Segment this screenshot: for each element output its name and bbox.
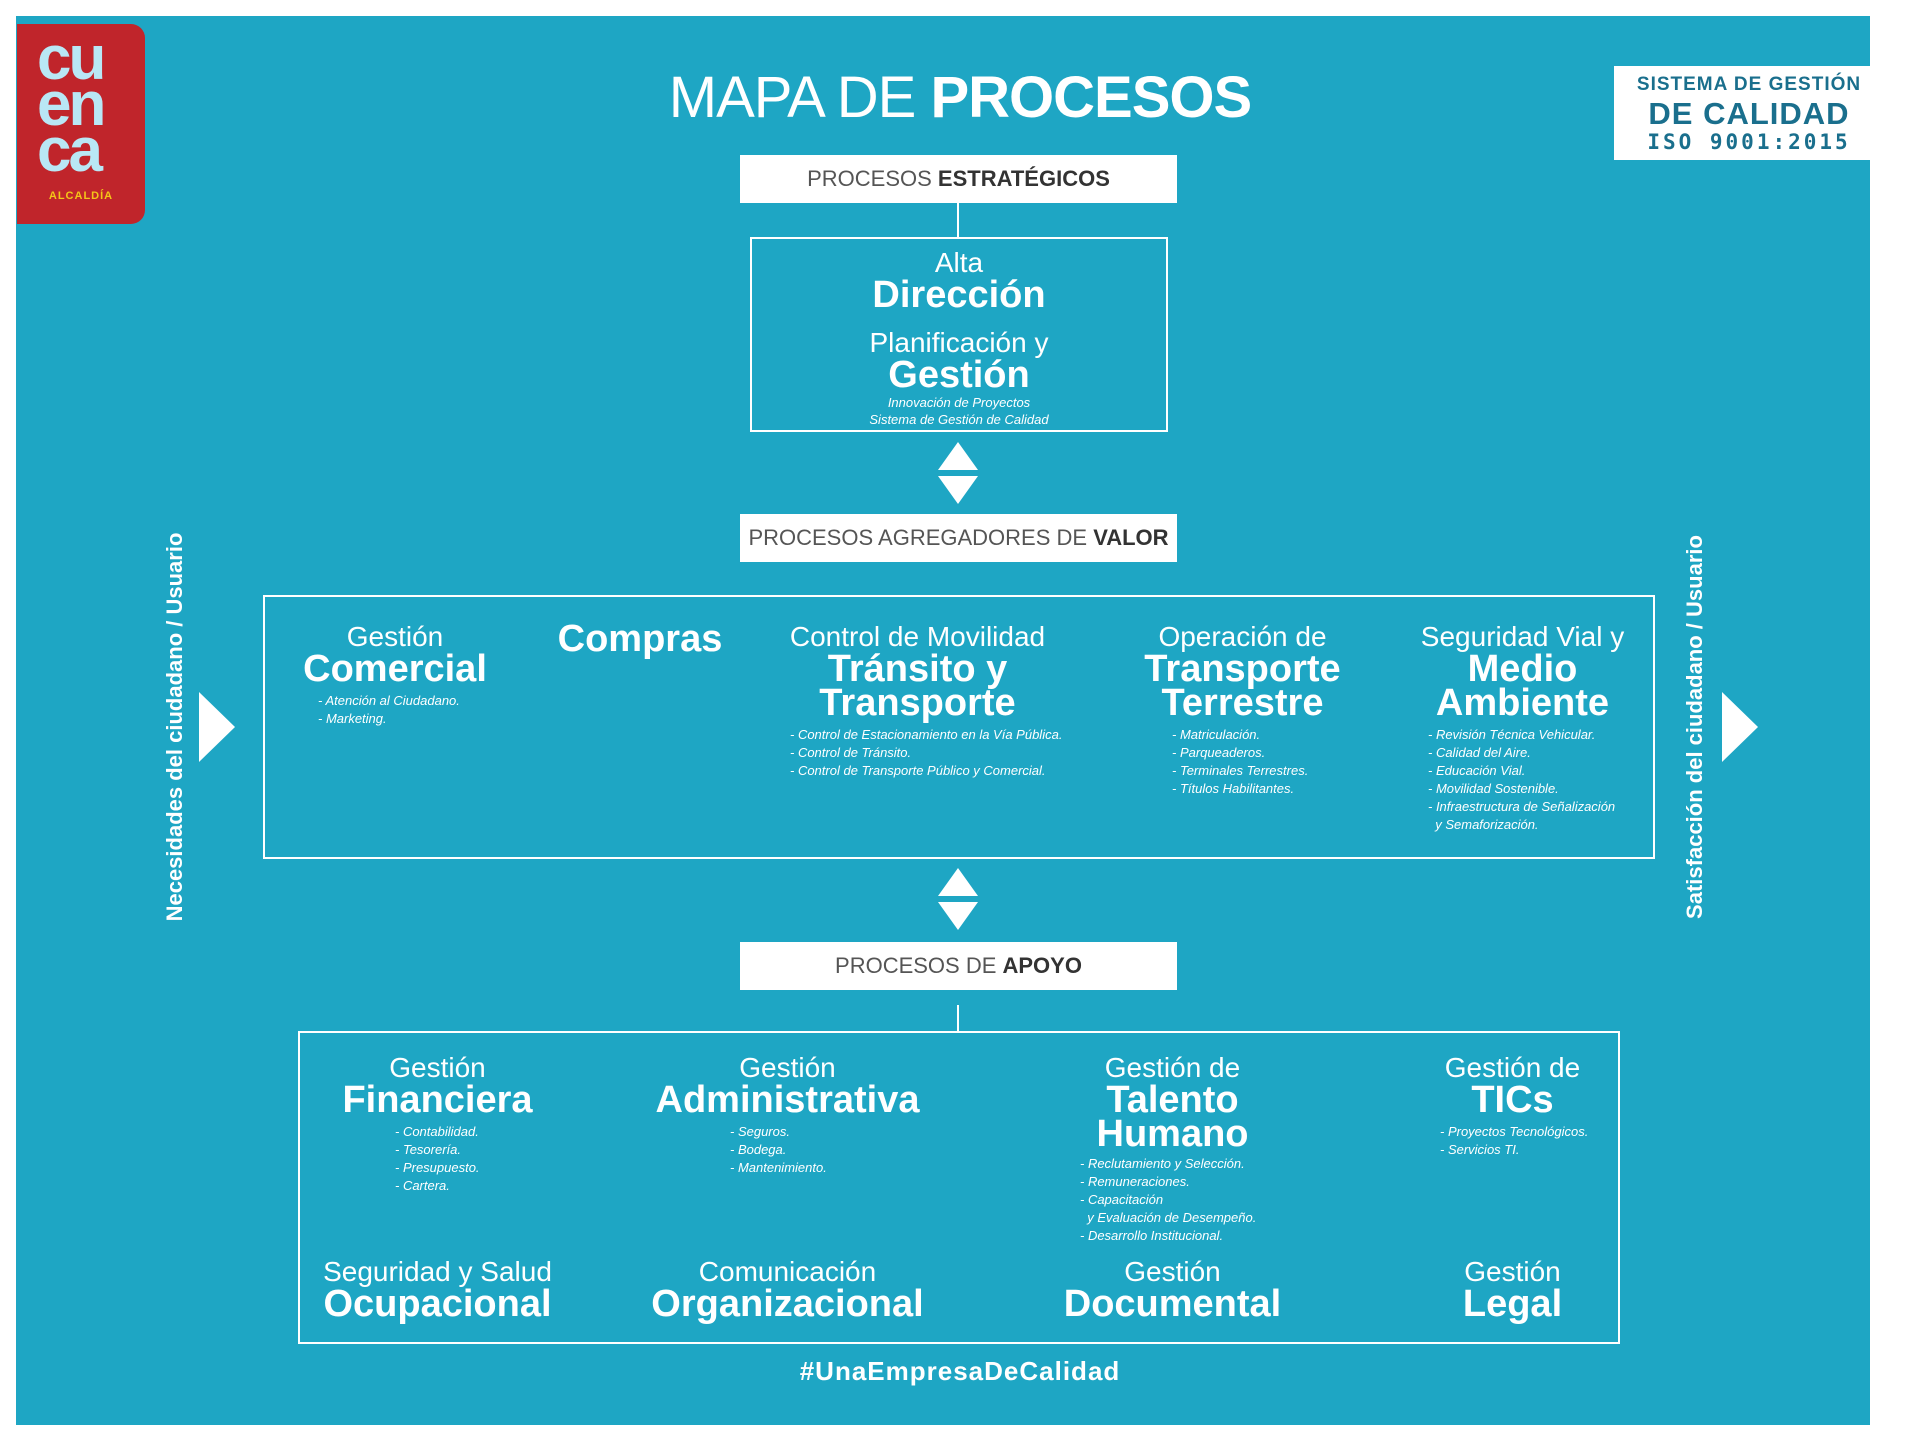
transito-list: - Control de Estacionamiento en la Vía P… <box>790 727 1063 778</box>
ambiente-small: Seguridad Vial y <box>1420 621 1625 652</box>
legal-big: Legal <box>1462 1283 1563 1325</box>
comercial-list: - Atención al Ciudadano. - Marketing. <box>318 693 460 726</box>
value-medio-ambiente: Seguridad Vial y Medio Ambiente - Revisi… <box>1400 622 1645 834</box>
iso-line2: DE CALIDAD <box>1648 96 1850 131</box>
plan-list-item: Sistema de Gestión de Calidad <box>869 412 1049 427</box>
right-side-label: Satisfacción del ciudadano / Usuario <box>1682 535 1707 919</box>
logo-letters-line3: ca <box>37 116 103 185</box>
ocupacional-big: Ocupacional <box>323 1283 552 1325</box>
documental-big: Documental <box>1063 1283 1282 1325</box>
cuenca-logo: cu en ca ALCALDÍA <box>17 24 145 224</box>
support-ocupacional: Seguridad y Salud Ocupacional <box>300 1256 575 1325</box>
support-legal: Gestión Legal <box>1420 1256 1605 1325</box>
value-transito: Control de Movilidad Tránsito y Transpor… <box>765 622 1070 780</box>
plan-big: Gestión <box>888 354 1030 396</box>
talento-small: Gestión de <box>1104 1052 1241 1083</box>
support-header-bold: APOYO <box>1002 953 1082 978</box>
iso-line1: SISTEMA DE GESTIÓN <box>1636 74 1862 95</box>
process-map-board <box>16 16 1870 1425</box>
support-header-light: PROCESOS DE <box>835 953 1003 978</box>
iso-line3: ISO 9001:2015 <box>1647 130 1851 154</box>
strategic-header-bold: ESTRATÉGICOS <box>937 166 1110 191</box>
support-administrativa: Gestión Administrativa - Seguros. - Bode… <box>620 1053 955 1177</box>
support-talento-humano: Gestión de Talento Humano - Reclutamient… <box>1060 1053 1285 1245</box>
alta-big: Dirección <box>872 274 1046 316</box>
logo-letters-line1: cu <box>37 24 106 93</box>
strategic-header-light: PROCESOS <box>807 166 938 191</box>
comercial-small: Gestión <box>346 621 444 652</box>
financiera-list: - Contabilidad. - Tesorería. - Presupues… <box>395 1124 480 1193</box>
iso-badge: SISTEMA DE GESTIÓN DE CALIDAD ISO 9001:2… <box>1614 66 1900 160</box>
right-arrow-icon <box>199 692 235 762</box>
value-header: PROCESOS AGREGADORES DE VALOR <box>740 514 1177 562</box>
documental-small: Gestión <box>1124 1256 1221 1287</box>
administrativa-small: Gestión <box>739 1052 836 1083</box>
comercial-big: Comercial <box>303 648 487 690</box>
planificacion-gestion: Planificación y Gestión Innovación de Pr… <box>750 328 1168 428</box>
plan-small: Planificación y <box>869 327 1049 358</box>
strategic-header: PROCESOS ESTRATÉGICOS <box>740 155 1177 203</box>
support-documental: Gestión Documental <box>1035 1256 1310 1325</box>
plan-list-item: Innovación de Proyectos <box>887 395 1031 410</box>
up-down-arrow-icon <box>938 868 978 930</box>
terrestre-list: - Matriculación. - Parqueaderos. - Termi… <box>1172 727 1309 796</box>
connector-line <box>957 1005 959 1031</box>
transito-big: Tránsito y Transporte <box>819 648 1016 724</box>
title-light: MAPA DE <box>668 65 931 130</box>
legal-small: Gestión <box>1464 1256 1561 1287</box>
value-transporte-terrestre: Operación de Transporte Terrestre - Matr… <box>1120 622 1365 798</box>
support-financiera: Gestión Financiera - Contabilidad. - Tes… <box>300 1053 575 1195</box>
terrestre-big: Transporte Terrestre <box>1144 648 1341 724</box>
ocupacional-small: Seguridad y Salud <box>323 1256 552 1287</box>
title-bold: PROCESOS <box>930 65 1252 130</box>
alta-direccion: Alta Dirección <box>750 247 1168 316</box>
alta-small: Alta <box>934 247 984 278</box>
right-arrow-icon <box>1722 692 1758 762</box>
left-side-label: Necesidades del ciudadano / Usuario <box>162 532 187 922</box>
logo-subtitle: ALCALDÍA <box>48 190 114 202</box>
organizacional-big: Organizacional <box>651 1283 924 1325</box>
logo-letters: cu en ca <box>37 24 137 185</box>
page-title: MAPA DE PROCESOS <box>0 64 1920 131</box>
strategic-frame <box>750 237 1168 432</box>
support-header: PROCESOS DE APOYO <box>740 942 1177 990</box>
up-down-arrow-icon <box>938 442 978 504</box>
support-tics: Gestión de TICs - Proyectos Tecnológicos… <box>1420 1053 1605 1159</box>
ambiente-list: - Revisión Técnica Vehicular. - Calidad … <box>1428 727 1616 832</box>
tics-small: Gestión de <box>1444 1052 1581 1083</box>
tics-big: TICs <box>1471 1079 1554 1121</box>
support-frame <box>298 1031 1620 1344</box>
organizacional-small: Comunicación <box>698 1256 877 1287</box>
connector-line <box>957 203 959 237</box>
value-frame <box>263 595 1655 859</box>
hashtag: #UnaEmpresaDeCalidad <box>799 1356 1121 1386</box>
talento-big: Talento Humano <box>1096 1079 1249 1155</box>
transito-small: Control de Movilidad <box>789 621 1046 652</box>
financiera-big: Financiera <box>342 1079 533 1121</box>
administrativa-list: - Seguros. - Bodega. - Mantenimiento. <box>730 1124 827 1175</box>
value-compras: Compras <box>530 618 750 660</box>
financiera-small: Gestión <box>389 1052 486 1083</box>
terrestre-small: Operación de <box>1158 621 1327 652</box>
talento-list: - Reclutamiento y Selección. - Remunerac… <box>1080 1156 1257 1243</box>
ambiente-big: Medio Ambiente <box>1435 648 1610 724</box>
support-organizacional: Comunicación Organizacional <box>620 1256 955 1325</box>
administrativa-big: Administrativa <box>655 1079 920 1121</box>
tics-list: - Proyectos Tecnológicos. - Servicios TI… <box>1440 1124 1589 1157</box>
compras-big: Compras <box>557 618 723 660</box>
logo-letters-line2: en <box>37 70 106 139</box>
value-header-bold: VALOR <box>1093 525 1169 550</box>
value-header-light: PROCESOS AGREGADORES DE <box>748 525 1094 550</box>
value-comercial: Gestión Comercial - Atención al Ciudadan… <box>280 622 510 728</box>
